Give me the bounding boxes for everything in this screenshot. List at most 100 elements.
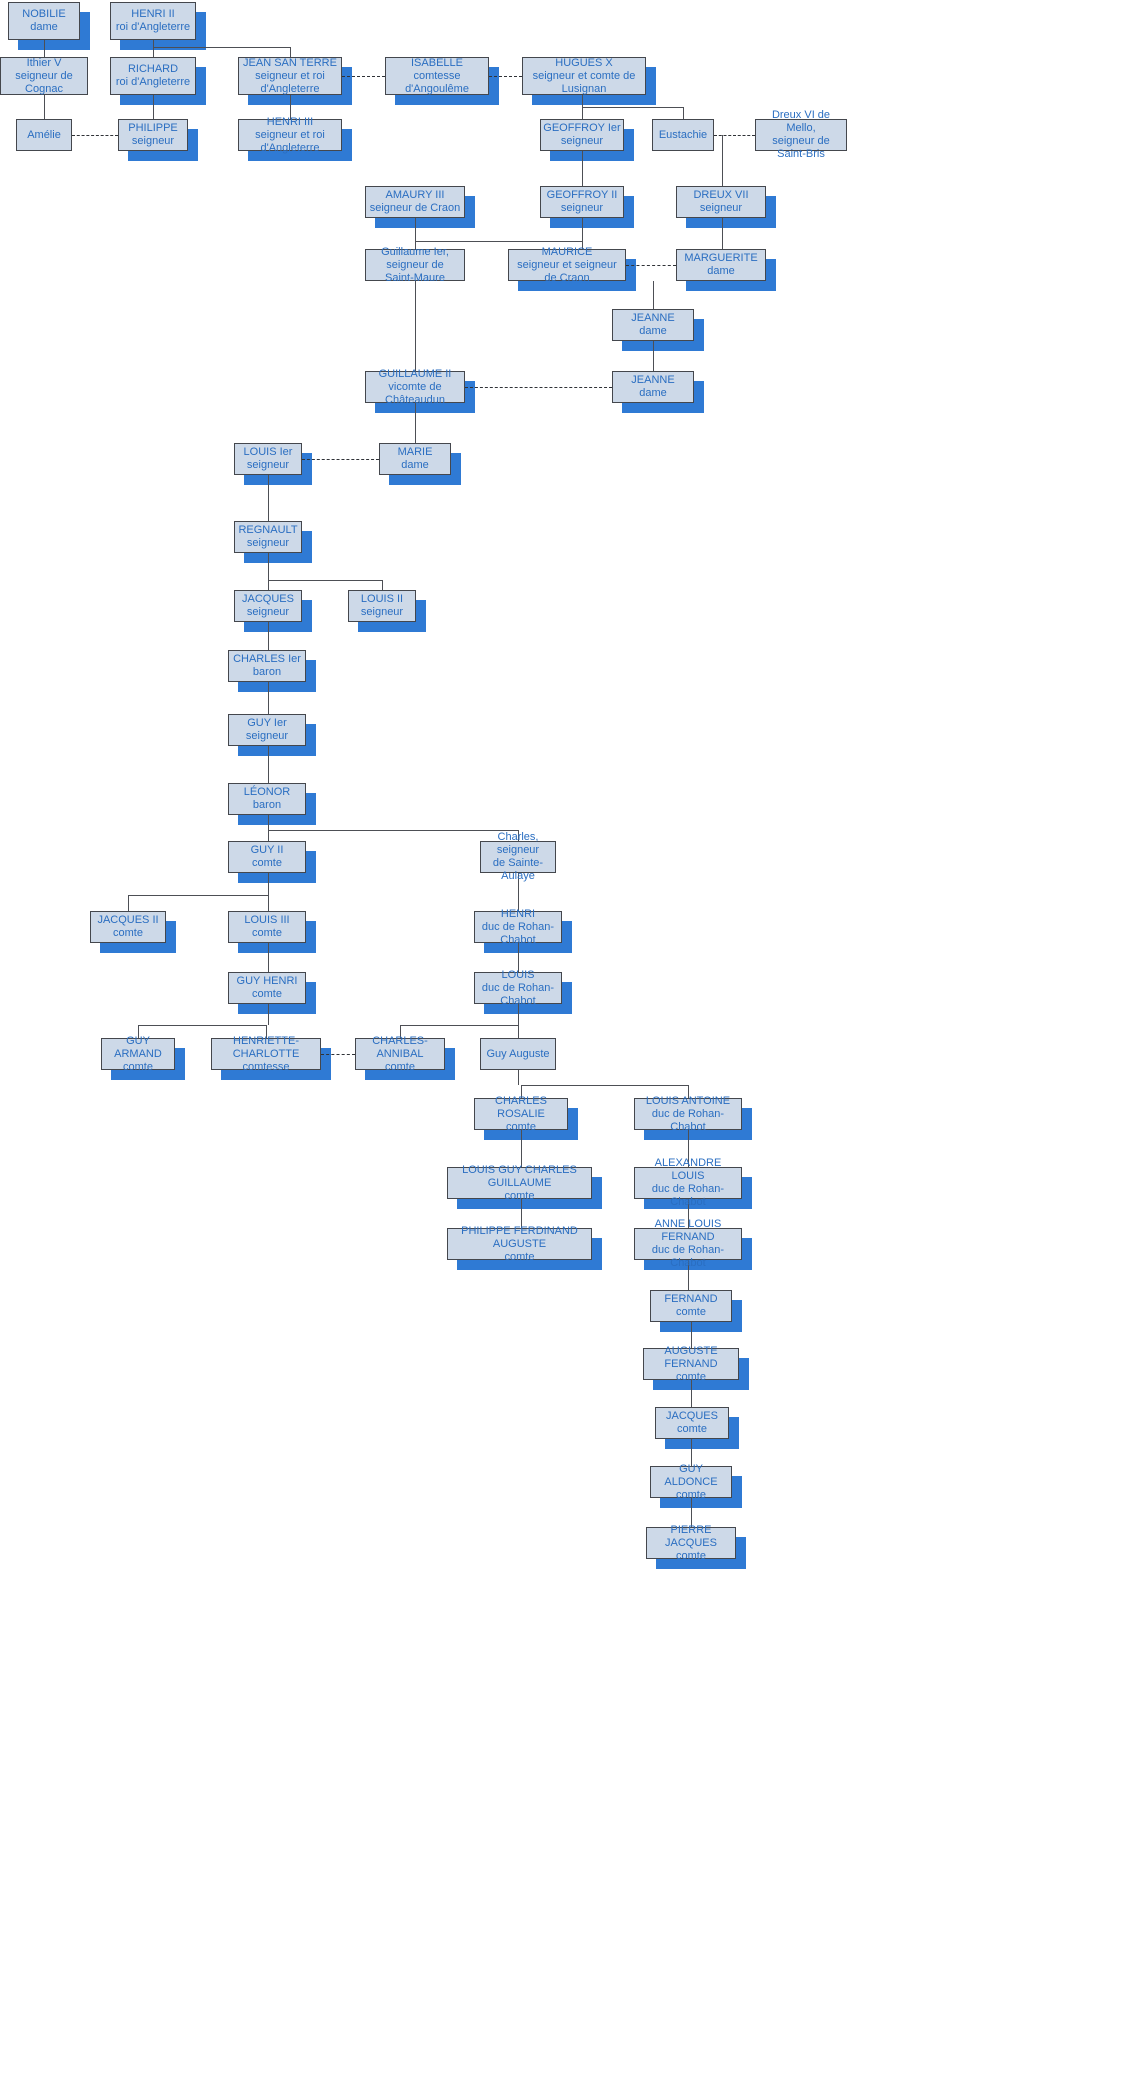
descent-edge-vertical xyxy=(518,1004,519,1025)
person-title: comte xyxy=(385,1060,415,1073)
person-title: seigneur xyxy=(246,459,290,471)
person-title: Saint-Maure xyxy=(385,271,445,284)
person-name: AUGUSTE FERNAND xyxy=(664,1344,718,1370)
person-title: roi d'Angleterre xyxy=(115,21,191,33)
person-name: HENRI III xyxy=(266,115,314,128)
descent-edge-vertical xyxy=(268,1004,269,1025)
person-name: GUY Ier xyxy=(247,717,287,729)
descent-edge-vertical xyxy=(691,1439,692,1466)
person-name: Guillaume Ier, seigneur de xyxy=(381,245,449,271)
person-name: CHARLES Ier xyxy=(233,653,301,665)
marriage-link xyxy=(302,459,379,460)
descent-edge-vertical xyxy=(691,1322,692,1348)
marriage-link xyxy=(321,1054,355,1055)
person-name: Ithier V xyxy=(26,56,62,69)
descent-edge-vertical xyxy=(582,241,583,249)
person-name: GUY HENRI xyxy=(236,975,298,987)
person-name: Guy Auguste xyxy=(486,1047,550,1060)
marriage-link xyxy=(342,76,385,77)
person-title: comtesse xyxy=(242,1060,290,1073)
descent-edge-vertical xyxy=(44,40,45,57)
person-name: NOBILIE xyxy=(22,8,66,20)
person-node-amelie[interactable]: Amélie xyxy=(16,119,72,151)
descent-edge-horizontal xyxy=(400,1025,518,1026)
descent-edge-vertical xyxy=(415,403,416,443)
marriage-link xyxy=(489,76,522,77)
person-title: seigneur et comte de Lusignan xyxy=(532,69,636,95)
descent-edge-vertical xyxy=(653,341,654,371)
descent-edge-vertical xyxy=(518,830,519,841)
descent-edge-horizontal xyxy=(415,241,582,242)
person-node-guyauguste[interactable]: Guy Auguste xyxy=(480,1038,556,1070)
descent-edge-vertical xyxy=(415,218,416,249)
person-name: JEANNE xyxy=(631,374,675,386)
descent-edge-vertical xyxy=(268,682,269,714)
person-title: seigneur de Craon xyxy=(369,202,461,214)
descent-edge-vertical xyxy=(382,580,383,590)
descent-edge-horizontal xyxy=(128,895,268,896)
person-name: JEANNE xyxy=(631,312,675,324)
person-title: seigneur xyxy=(699,202,743,214)
descent-edge-vertical xyxy=(688,1085,689,1098)
descent-edge-vertical xyxy=(290,95,291,119)
person-node-dreux6[interactable]: Dreux VI de Mello,seigneur de Saint-Bris xyxy=(755,109,847,160)
person-name: FERNAND xyxy=(664,1293,718,1305)
marriage-link xyxy=(626,265,676,266)
person-title: seigneur xyxy=(560,202,604,214)
person-name: JACQUES xyxy=(242,593,294,605)
person-name: Amélie xyxy=(27,128,61,141)
descent-edge-vertical xyxy=(268,943,269,972)
person-name: Eustachie xyxy=(658,128,708,141)
person-name: GUY ALDONCE xyxy=(664,1462,718,1488)
person-node-eustachie[interactable]: Eustachie xyxy=(652,119,714,151)
